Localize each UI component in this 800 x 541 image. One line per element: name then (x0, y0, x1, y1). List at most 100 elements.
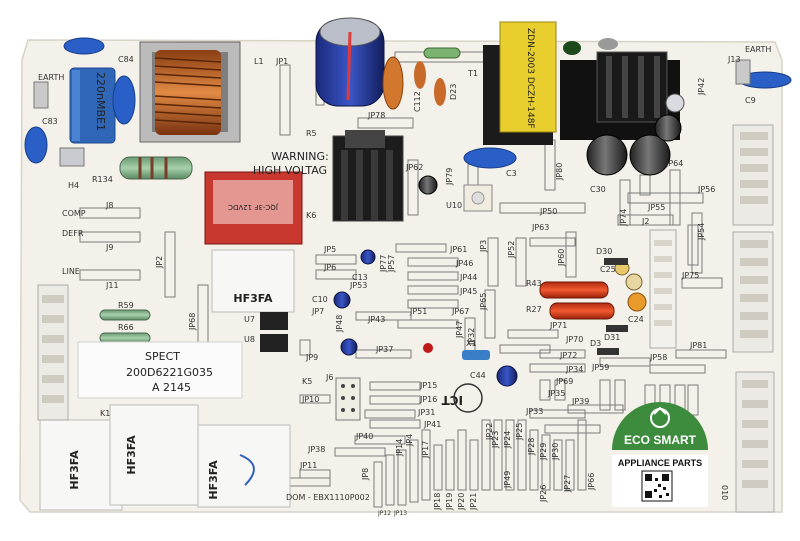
ref-label: JP62 (405, 163, 423, 172)
fuse (59, 147, 85, 167)
ref-label: R27 (526, 305, 542, 314)
ref-label: D30 (596, 247, 612, 256)
qr-code (641, 470, 673, 502)
electrolytic-capacitor (627, 292, 647, 312)
ref-label: JP50 (539, 207, 557, 216)
ref-label: R134 (92, 175, 113, 184)
resistor (423, 47, 461, 59)
resistor (549, 302, 615, 320)
sticker-line-3: A 2145 (152, 381, 191, 394)
relay-bottom-2: HF3FA (109, 404, 199, 506)
ref-label: U10 (446, 201, 462, 210)
warning-text: WARNING: (271, 150, 328, 163)
ref-label: JP20 (457, 493, 466, 511)
ref-label: JP53 (349, 281, 367, 290)
ref-label: C84 (118, 55, 134, 64)
ceramic-capacitor (414, 61, 426, 89)
ref-label: H4 (68, 181, 79, 190)
earth-terminal (735, 59, 751, 85)
connector (37, 284, 69, 421)
ref-label: J8 (105, 201, 113, 210)
ref-label: K6 (306, 211, 316, 220)
relay-label: HF3FA (207, 460, 220, 500)
ref-label: JP15 (419, 381, 437, 390)
ref-label: JP75 (681, 271, 699, 280)
electrolytic-capacitor (586, 134, 628, 176)
ref-label: JP29 (539, 443, 548, 461)
ref-label: J2 (641, 217, 649, 226)
ref-label: R59 (118, 301, 134, 310)
spec-sticker: SPECT 200D6221G035 A 2145 (77, 341, 243, 399)
common-mode-choke (139, 41, 241, 143)
ref-label: JP41 (423, 420, 441, 429)
ref-label: JP38 (307, 445, 325, 454)
electrolytic-capacitor (333, 291, 351, 309)
ref-label: JP79 (445, 168, 454, 186)
ref-label: D3 (590, 339, 601, 348)
ref-label: JP9 (305, 353, 318, 362)
ref-label: K5 (302, 377, 312, 386)
ref-label: JP4 (405, 434, 414, 447)
connector (735, 371, 775, 513)
ceramic-capacitor (434, 78, 446, 106)
ref-label: JP69 (555, 377, 573, 386)
ref-label: C9 (745, 96, 756, 105)
ic-chip (260, 334, 288, 352)
electrolytic-capacitor (315, 17, 385, 107)
crystal (462, 350, 490, 360)
ref-label: X1 (466, 339, 477, 348)
resistor (119, 156, 193, 180)
ref-label: JP60 (557, 249, 566, 267)
ref-label: JP59 (591, 363, 609, 372)
ref-label: JP72 (559, 351, 577, 360)
ref-label: JP21 (469, 493, 478, 511)
ref-label: JP32 (467, 328, 476, 346)
ref-label: JP37 (375, 345, 393, 354)
ref-label: R43 (526, 279, 542, 288)
ref-label: JP1 (275, 57, 288, 66)
ref-label: U8 (244, 335, 255, 344)
ref-label: C25 (600, 265, 616, 274)
ref-label: JP54 (697, 223, 706, 241)
ref-label: C10 (312, 295, 328, 304)
ref-label: JP61 (449, 245, 467, 254)
relay-label: HF3FA (233, 292, 273, 305)
ref-label: JP12 (377, 510, 391, 517)
diode (606, 325, 628, 332)
ref-label: JP3 (479, 240, 488, 253)
ref-label: R5 (306, 129, 317, 138)
ref-label: T1 (467, 69, 478, 78)
electrolytic-capacitor (360, 249, 376, 265)
ref-label: JP80 (555, 163, 564, 181)
ref-label: JP71 (549, 321, 567, 330)
warning-text: HIGH VOLTAG (253, 164, 327, 177)
ref-label: D31 (604, 333, 620, 342)
y-capacitor (563, 41, 581, 55)
ref-label: C13 (352, 273, 368, 282)
ref-label: JP58 (649, 353, 667, 362)
ref-label: JP17 (421, 441, 430, 459)
ref-label: C3 (506, 169, 517, 178)
reference-designators: C84 L1 JP1 R5 JP78 T1 J13 C9 C83 H4 R134… (42, 55, 756, 517)
ref-label: L1 (254, 57, 264, 66)
ref-label: K1 (100, 409, 110, 418)
electrolytic-capacitor (665, 93, 685, 113)
ic-chip (260, 312, 288, 330)
ict-mark: ICT (441, 393, 463, 407)
relay-center: HF3FA (211, 249, 295, 313)
electrolytic-capacitor (654, 114, 682, 142)
film-capacitor: 220nMBE1 (69, 67, 116, 144)
ref-label: JP39 (571, 397, 589, 406)
ref-label: R66 (118, 323, 134, 332)
ref-label: JP2 (155, 256, 164, 269)
ref-label: JP64 (665, 159, 683, 168)
sticker-line-1: SPECT (145, 350, 180, 363)
ref-label: JP33 (525, 407, 543, 416)
ref-label: JP48 (335, 315, 344, 333)
diode (604, 258, 628, 265)
ref-label: C30 (590, 185, 606, 194)
ref-label: JP49 (503, 471, 512, 489)
ref-label: JP52 (507, 241, 516, 259)
ceramic-capacitor (382, 56, 404, 110)
ref-label: JP68 (188, 313, 197, 331)
